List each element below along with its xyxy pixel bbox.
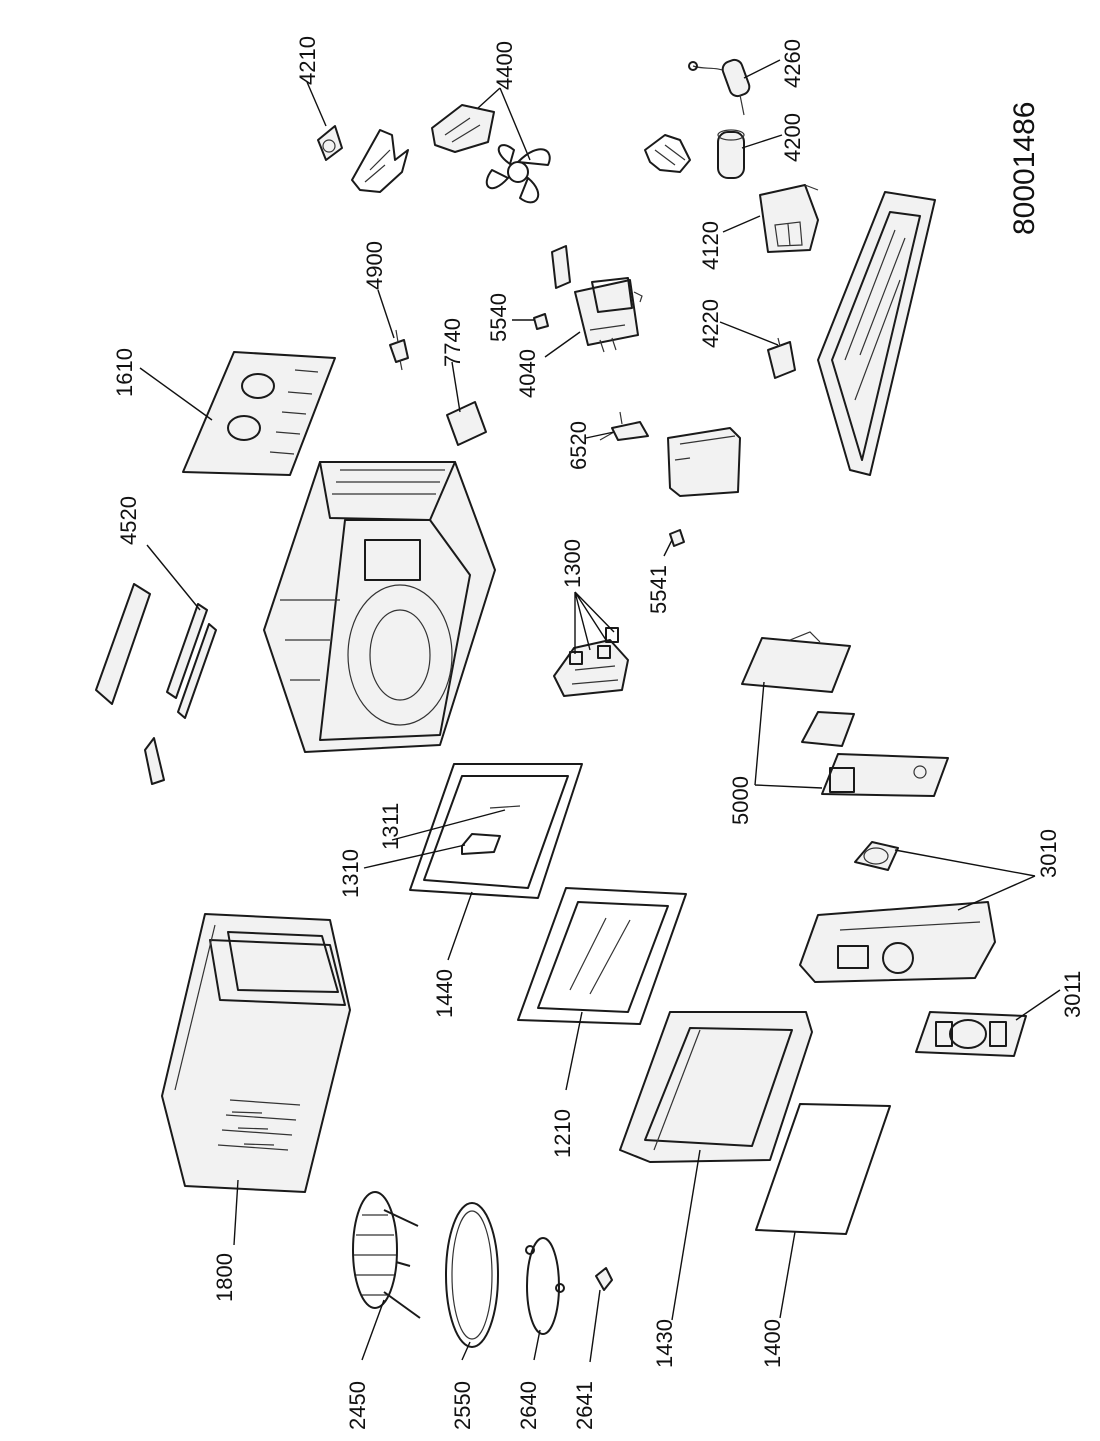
label-1310: 1310 [338, 849, 363, 898]
label-1440: 1440 [432, 969, 457, 1018]
fan-bracket-drawing [351, 129, 409, 193]
label-4220: 4220 [698, 299, 723, 348]
part-4120-drawing [759, 184, 819, 253]
part-3010-drawing [799, 841, 996, 983]
label-4040: 4040 [515, 349, 540, 398]
label-3011: 3011 [1060, 971, 1085, 1018]
part-6520-drawing [599, 411, 649, 441]
part-1440-drawing [409, 763, 583, 899]
label-1610: 1610 [112, 348, 137, 397]
label-1800: 1800 [212, 1253, 237, 1302]
part-1400-drawing [755, 1103, 891, 1235]
label-1400: 1400 [760, 1319, 785, 1368]
part-2450-drawing [352, 1191, 421, 1319]
part-1800-drawing [161, 913, 351, 1193]
part-4900-drawing [389, 329, 409, 371]
insulation-sheet-drawing [551, 245, 571, 289]
label-2640: 2640 [516, 1381, 541, 1430]
label-3010: 3010 [1036, 829, 1061, 878]
part-labels: 4210 4400 4260 4200 4120 4900 5540 4040 … [112, 36, 1085, 1430]
part-1300-drawing [553, 627, 629, 697]
label-4260: 4260 [780, 39, 805, 88]
document-number: 80001486 [1008, 102, 1041, 235]
part-1430-drawing [619, 1011, 813, 1163]
part-2640-drawing [525, 1237, 565, 1335]
label-4520: 4520 [116, 496, 141, 545]
label-4120: 4120 [698, 221, 723, 270]
label-1430: 1430 [652, 1319, 677, 1368]
label-2641: 2641 [572, 1381, 597, 1430]
part-4040-drawing [574, 277, 643, 353]
part-5541-drawing [669, 529, 685, 547]
label-5000: 5000 [728, 776, 753, 825]
label-5540: 5540 [486, 293, 511, 342]
part-3011-drawing [915, 1011, 1027, 1057]
part-4210-drawing [317, 125, 343, 161]
label-5541: 5541 [646, 565, 671, 614]
label-1210: 1210 [550, 1109, 575, 1158]
part-2550-drawing [445, 1202, 499, 1348]
part-5540-drawing [533, 313, 549, 330]
label-4400: 4400 [492, 41, 517, 90]
label-4900: 4900 [362, 241, 387, 290]
part-4220-drawing [767, 337, 796, 379]
label-4210: 4210 [295, 36, 320, 85]
leader-lines [139, 59, 1061, 1363]
label-2450: 2450 [345, 1381, 370, 1430]
floor-plate-drawing [817, 191, 936, 476]
label-6520: 6520 [566, 421, 591, 470]
diode-clip-drawing [644, 134, 691, 173]
label-4200: 4200 [780, 113, 805, 162]
part-2641-drawing [595, 1267, 613, 1291]
magnetron-box-drawing [667, 427, 741, 497]
part-1610-drawing [182, 351, 336, 476]
part-5000-drawing [741, 631, 949, 797]
part-4200-drawing [717, 129, 745, 179]
label-1311: 1311 [378, 803, 403, 850]
label-1300: 1300 [560, 539, 585, 588]
part-4260-drawing [688, 58, 751, 116]
part-1210-drawing [517, 887, 687, 1025]
part-4520-drawing [95, 583, 217, 785]
oven-chassis-drawing [263, 461, 496, 753]
label-2550: 2550 [450, 1381, 475, 1430]
part-4400-drawing [431, 104, 551, 204]
label-7740: 7740 [440, 318, 465, 367]
part-7740-drawing [446, 401, 487, 446]
